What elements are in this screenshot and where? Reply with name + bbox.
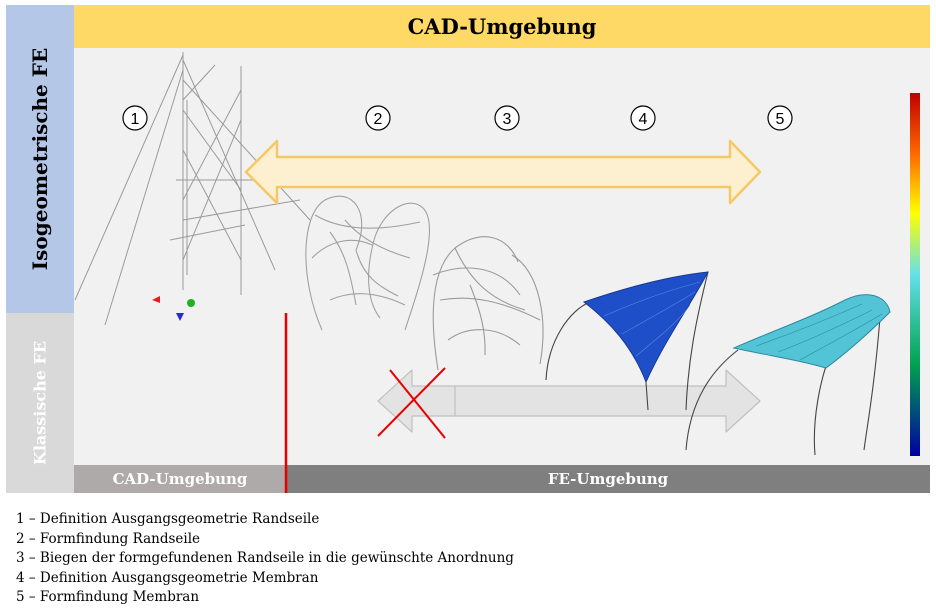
cad-environment-bottom-label: CAD-Umgebung	[112, 470, 248, 488]
svg-text:5: 5	[776, 111, 785, 128]
fe-environment-label: FE-Umgebung	[547, 470, 669, 488]
grey-double-arrow	[377, 369, 761, 433]
svg-text:4: 4	[639, 111, 648, 128]
step-marker-1: 1	[122, 105, 148, 131]
isogeometric-fe-band: Isogeometrische FE	[6, 5, 74, 313]
cad-environment-top-label: CAD-Umgebung	[407, 14, 597, 39]
color-scale-bar	[910, 93, 920, 456]
axis-gizmo-icon	[152, 296, 195, 321]
legend-item-5: 5 – Formfindung Membran	[16, 589, 200, 605]
svg-text:1: 1	[131, 111, 140, 128]
red-cross-icon	[377, 367, 446, 439]
cad-environment-bottom-band: CAD-Umgebung	[74, 465, 286, 493]
form-found-membrane	[685, 294, 891, 456]
legend: 1 – Definition Ausgangsgeometrie Randsei…	[16, 510, 916, 608]
step-marker-2: 2	[365, 105, 391, 131]
step-markers: 1 2 3 4 5	[122, 105, 793, 131]
legend-item-4: 4 – Definition Ausgangsgeometrie Membran	[16, 569, 319, 586]
legend-item-1: 1 – Definition Ausgangsgeometrie Randsei…	[16, 511, 320, 527]
legend-item-2: 2 – Formfindung Randseile	[16, 530, 200, 547]
initial-membrane	[545, 271, 709, 411]
classic-fe-band: Klassische FE	[6, 313, 74, 493]
legend-item-3: 3 – Biegen der formgefundenen Randseile …	[16, 550, 514, 566]
step-marker-3: 3	[494, 105, 520, 131]
bent-cables	[432, 236, 544, 371]
svg-text:3: 3	[503, 111, 512, 128]
fe-environment-band: FE-Umgebung	[286, 465, 930, 493]
initial-cable-geometry	[74, 52, 311, 326]
step-marker-4: 4	[630, 105, 656, 131]
cad-environment-top-band: CAD-Umgebung	[74, 5, 930, 48]
form-found-cables	[305, 195, 431, 331]
yellow-double-arrow	[244, 139, 762, 205]
step-marker-5: 5	[767, 105, 793, 131]
svg-text:2: 2	[374, 111, 383, 128]
